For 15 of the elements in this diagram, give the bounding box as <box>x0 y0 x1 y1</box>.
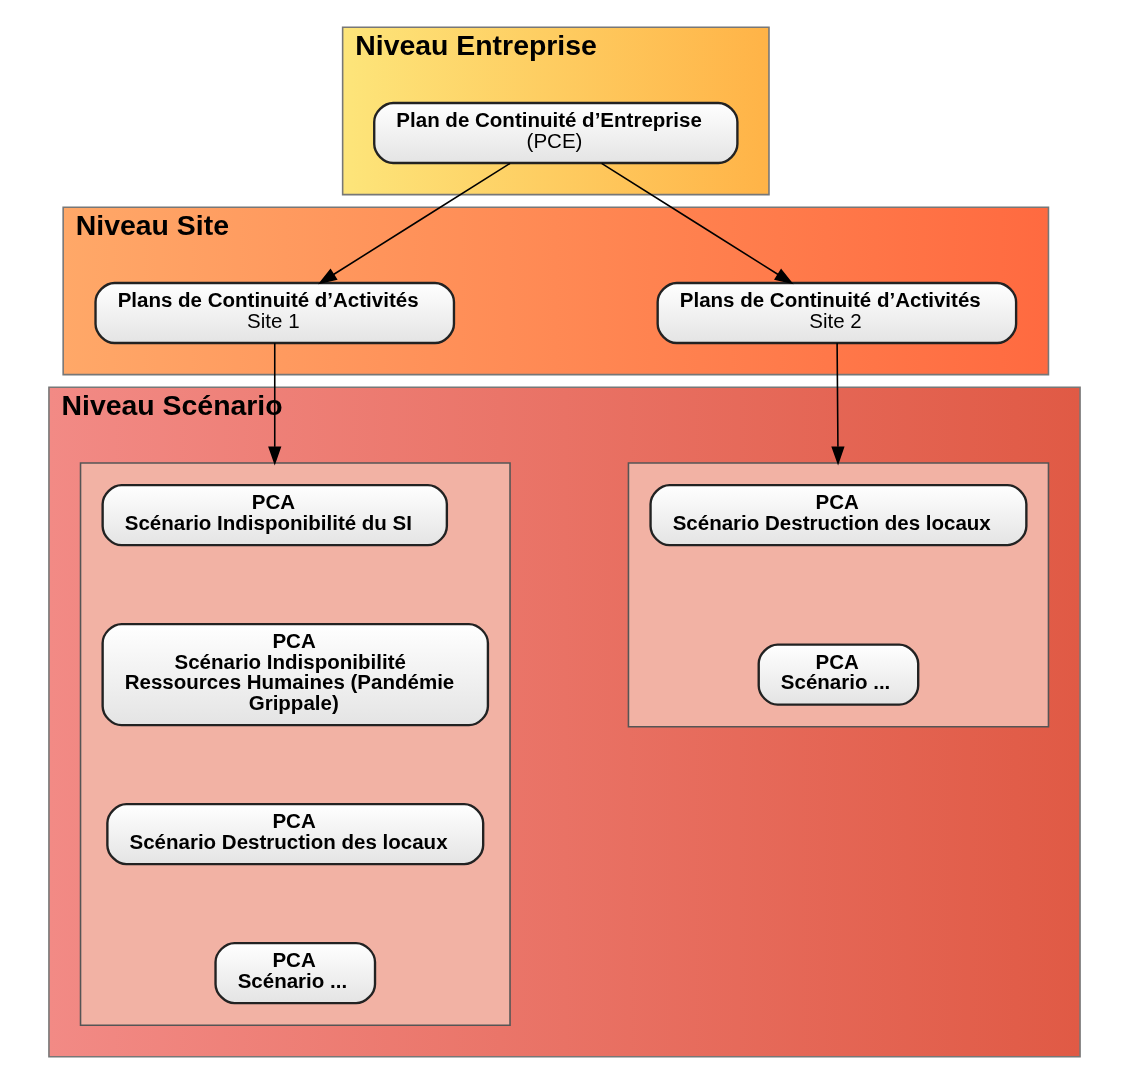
node-box: Plan de Continuité d’Entreprise (PCE) <box>372 101 739 165</box>
node-box: PCA Scénario ... <box>213 941 376 1005</box>
node-box: PCA Scénario Indisponibilité Ressources Humaines (Pandémie Grippale) <box>100 622 489 727</box>
arrow <box>830 342 845 466</box>
node-box: PCA Scénario Destruction des locaux <box>648 483 1028 547</box>
cluster <box>627 462 1049 728</box>
node-box: Plans de Continuité d’Activités Site 1 <box>93 281 455 345</box>
arrow <box>600 162 794 285</box>
arrow <box>317 162 511 285</box>
cluster <box>79 462 511 1026</box>
node-box: Plans de Continuité d’Activités Site 2 <box>655 281 1017 345</box>
node-box: PCA Scénario ... <box>757 643 919 706</box>
arrow <box>267 342 281 466</box>
node-box: PCA Scénario Indisponibilité du SI <box>100 483 448 547</box>
node-box: PCA Scénario Destruction des locaux <box>105 802 484 866</box>
